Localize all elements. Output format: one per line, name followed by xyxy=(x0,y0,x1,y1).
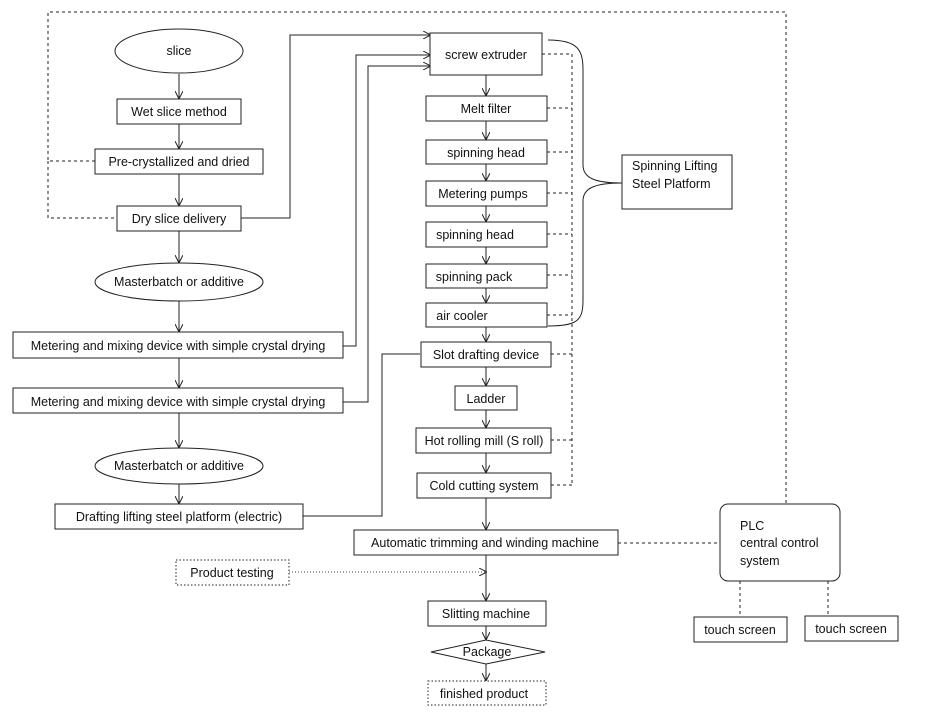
node-label: Slitting machine xyxy=(442,607,530,621)
feed-metering-1 xyxy=(343,55,430,347)
node-spinning-head-1: spinning head xyxy=(425,139,548,165)
node-label: Metering and mixing device with simple c… xyxy=(31,395,326,409)
node-spinning-head-2: spinning head xyxy=(425,221,548,248)
node-label: slice xyxy=(166,44,191,58)
node-product-testing: Product testing xyxy=(175,559,290,586)
node-label: Dry slice delivery xyxy=(132,212,227,226)
node-label: spinning head xyxy=(436,228,514,242)
node-label: Package xyxy=(463,645,512,659)
connectors xyxy=(47,11,829,680)
node-label: spinning head xyxy=(447,146,525,160)
node-hot-rolling: Hot rolling mill (S roll) xyxy=(415,427,552,454)
node-slitting: Slitting machine xyxy=(427,600,547,627)
node-label: Steel Platform xyxy=(632,177,711,191)
node-label: Ladder xyxy=(467,392,506,406)
node-touch-screen-2: touch screen xyxy=(804,615,899,642)
node-label: Drafting lifting steel platform (electri… xyxy=(76,510,282,524)
node-label: Spinning Lifting xyxy=(632,159,718,173)
node-label: Hot rolling mill (S roll) xyxy=(425,434,544,448)
node-label: air cooler xyxy=(436,309,487,323)
node-label: Product testing xyxy=(190,566,273,580)
node-precrystallized: Pre-crystallized and dried xyxy=(94,148,264,175)
node-label: Masterbatch or additive xyxy=(114,459,244,473)
node-package: Package xyxy=(430,639,546,665)
node-cold-cutting: Cold cutting system xyxy=(416,472,552,499)
feed-drafting-platform xyxy=(303,353,420,517)
node-metering-2: Metering and mixing device with simple c… xyxy=(12,387,344,414)
node-label: Masterbatch or additive xyxy=(114,275,244,289)
node-masterbatch-1: Masterbatch or additive xyxy=(94,262,264,302)
node-label: PLC xyxy=(740,519,764,533)
node-metering-1: Metering and mixing device with simple c… xyxy=(12,331,344,359)
node-label: system xyxy=(740,554,780,568)
node-drafting-platform: Drafting lifting steel platform (electri… xyxy=(54,503,304,530)
feed-metering-2 xyxy=(343,66,430,403)
node-label: spinning pack xyxy=(436,270,513,284)
node-label: touch screen xyxy=(815,622,887,636)
node-slice: slice xyxy=(114,28,244,74)
node-label: Cold cutting system xyxy=(429,479,538,493)
node-label: Pre-crystallized and dried xyxy=(108,155,249,169)
node-label: finished product xyxy=(440,687,529,701)
node-air-cooler: air cooler xyxy=(425,302,548,328)
node-spinning-pack: spinning pack xyxy=(425,263,548,289)
node-melt-filter: Melt filter xyxy=(425,95,548,122)
node-label: central control xyxy=(740,536,819,550)
node-screw-extruder: screw extruder xyxy=(429,32,543,76)
node-metering-pumps: Metering pumps xyxy=(425,180,548,207)
node-label: Slot drafting device xyxy=(433,348,539,362)
control-dashed-top xyxy=(47,11,787,503)
node-label: Metering pumps xyxy=(438,187,528,201)
node-label: Wet slice method xyxy=(131,105,227,119)
feed-dry-slice xyxy=(241,35,430,219)
node-label: screw extruder xyxy=(445,48,527,62)
node-slot-drafting: Slot drafting device xyxy=(420,341,552,368)
node-label: Metering and mixing device with simple c… xyxy=(31,339,326,353)
node-label: Melt filter xyxy=(461,102,512,116)
node-finished-product: finished product xyxy=(427,680,547,706)
node-touch-screen-1: touch screen xyxy=(693,616,788,643)
node-spinning-platform: Spinning Lifting Steel Platform xyxy=(621,154,733,210)
node-dry-slice: Dry slice delivery xyxy=(116,205,242,232)
control-dashed-left xyxy=(47,161,117,219)
node-label: touch screen xyxy=(704,623,776,637)
node-plc: PLC central control system xyxy=(719,503,841,582)
node-wet-slice: Wet slice method xyxy=(116,98,242,125)
node-masterbatch-2: Masterbatch or additive xyxy=(94,447,264,485)
spinning-platform-brace xyxy=(547,39,623,327)
node-label: Automatic trimming and winding machine xyxy=(371,536,599,550)
node-winding: Automatic trimming and winding machine xyxy=(353,529,619,556)
node-ladder: Ladder xyxy=(454,385,518,411)
